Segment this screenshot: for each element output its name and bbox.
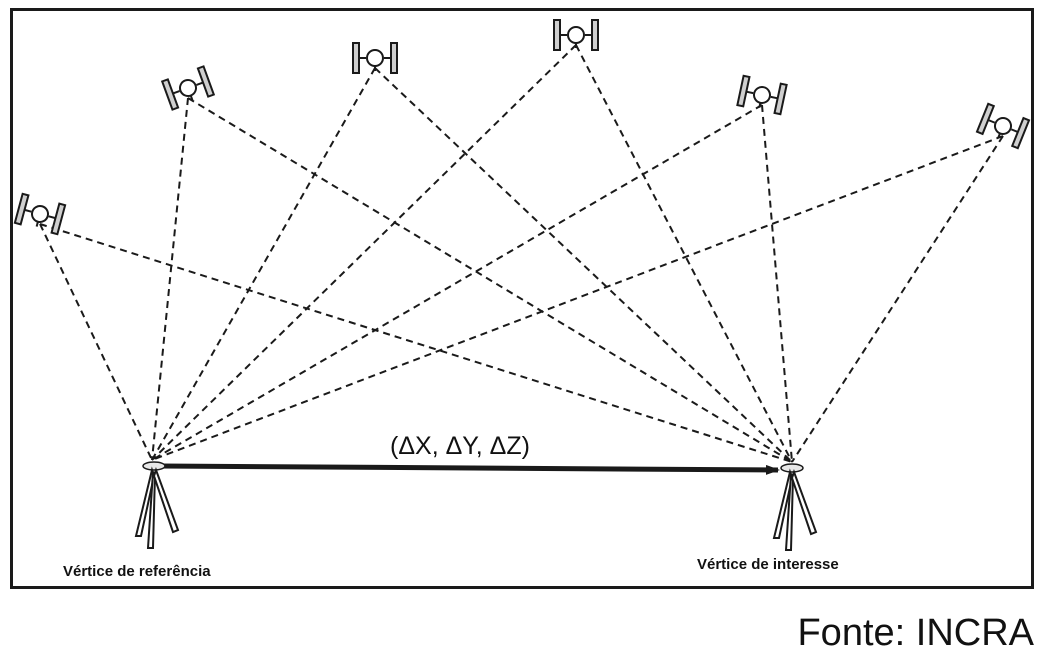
signal-ray-line xyxy=(151,135,1004,461)
tripod-icon xyxy=(773,463,817,551)
signal-ray-line xyxy=(187,97,793,463)
signal-ray-line xyxy=(151,104,763,461)
signal-ray-line xyxy=(151,44,577,461)
interest-vertex-label: Vértice de interesse xyxy=(697,556,839,573)
satellite-icon xyxy=(352,42,398,74)
signal-ray-line xyxy=(791,135,1004,463)
signal-ray-line xyxy=(39,223,153,461)
signal-ray-line xyxy=(761,104,793,463)
diagram-frame xyxy=(10,8,1034,589)
signal-ray-line xyxy=(374,67,793,463)
signal-ray-line xyxy=(575,44,793,463)
satellite-icon xyxy=(553,19,599,51)
satellites xyxy=(13,19,1031,236)
source-label: Fonte: INCRA xyxy=(797,612,1034,654)
satellite-icon xyxy=(975,102,1031,150)
signal-rays xyxy=(39,44,1004,463)
signal-ray-line xyxy=(39,223,793,463)
baseline-vector-label: (ΔX, ΔY, ΔZ) xyxy=(390,432,530,460)
reference-vertex-label: Vértice de referência xyxy=(63,563,211,580)
signal-ray-line xyxy=(151,67,376,461)
satellite-icon xyxy=(13,192,67,236)
signal-ray-line xyxy=(151,97,189,461)
tripod-icon xyxy=(135,461,179,549)
baseline-vector-arrow xyxy=(159,463,780,475)
